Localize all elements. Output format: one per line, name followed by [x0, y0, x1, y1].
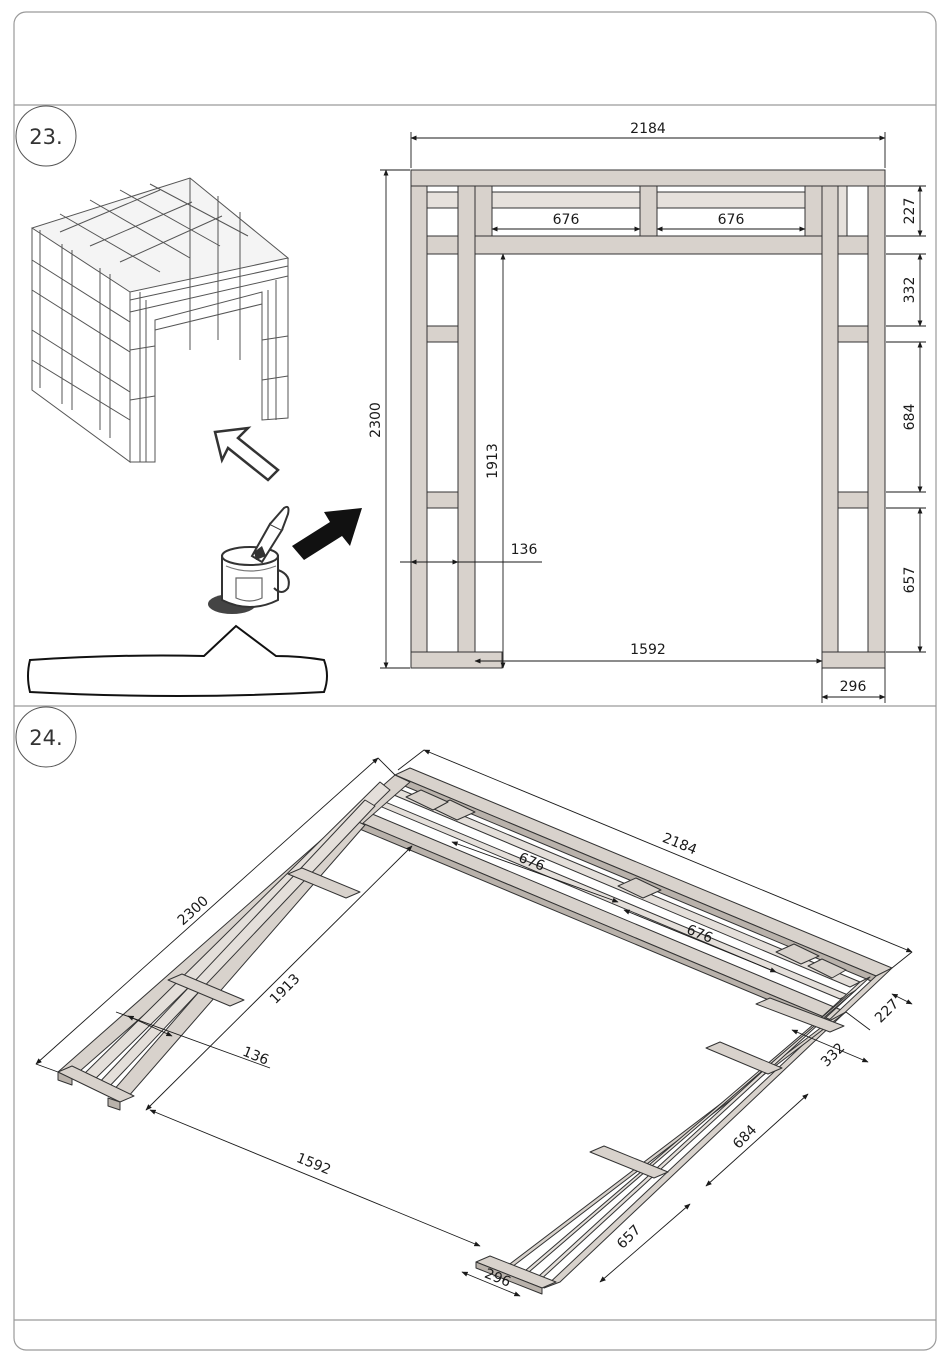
- frame-elevation: [411, 170, 885, 668]
- step-24: 24.: [16, 707, 912, 1296]
- dim-opening-width: 1592: [294, 1150, 333, 1178]
- dim-upper-section: 332: [902, 277, 918, 304]
- solid-arrow-icon: [292, 508, 362, 560]
- dim-middle-section: 684: [730, 1122, 760, 1152]
- dim-total-height: 2300: [368, 402, 384, 438]
- paint-can-icon: [208, 507, 289, 614]
- step-number: 24.: [29, 726, 62, 750]
- dim-total-width: 2184: [630, 121, 666, 137]
- dim-total-width: 2184: [660, 830, 699, 858]
- dim-header-height: 227: [902, 198, 918, 225]
- dim-header-height: 227: [872, 996, 902, 1026]
- dim-post-gap: 136: [240, 1044, 271, 1069]
- speech-bubble-icon: [28, 626, 327, 696]
- dim-lower-section: 657: [902, 567, 918, 594]
- dim-opening-width: 1592: [630, 642, 666, 658]
- dim-middle-section: 684: [902, 404, 918, 431]
- dim-post-gap: 136: [511, 542, 538, 558]
- outline-arrow-icon: [215, 428, 278, 480]
- step-23: 23.: [16, 106, 926, 703]
- dim-opening-height: 1913: [267, 971, 304, 1008]
- dim-upper-section: 332: [818, 1040, 848, 1070]
- step-number: 23.: [29, 125, 62, 149]
- dim-opening-height: 1913: [485, 443, 501, 479]
- shed-frame-3d-icon: [32, 178, 288, 462]
- dim-inner-span-1: 676: [553, 212, 580, 228]
- dim-post-width: 296: [840, 679, 867, 695]
- dim-inner-span-2: 676: [718, 212, 745, 228]
- frame-isometric: [58, 768, 892, 1294]
